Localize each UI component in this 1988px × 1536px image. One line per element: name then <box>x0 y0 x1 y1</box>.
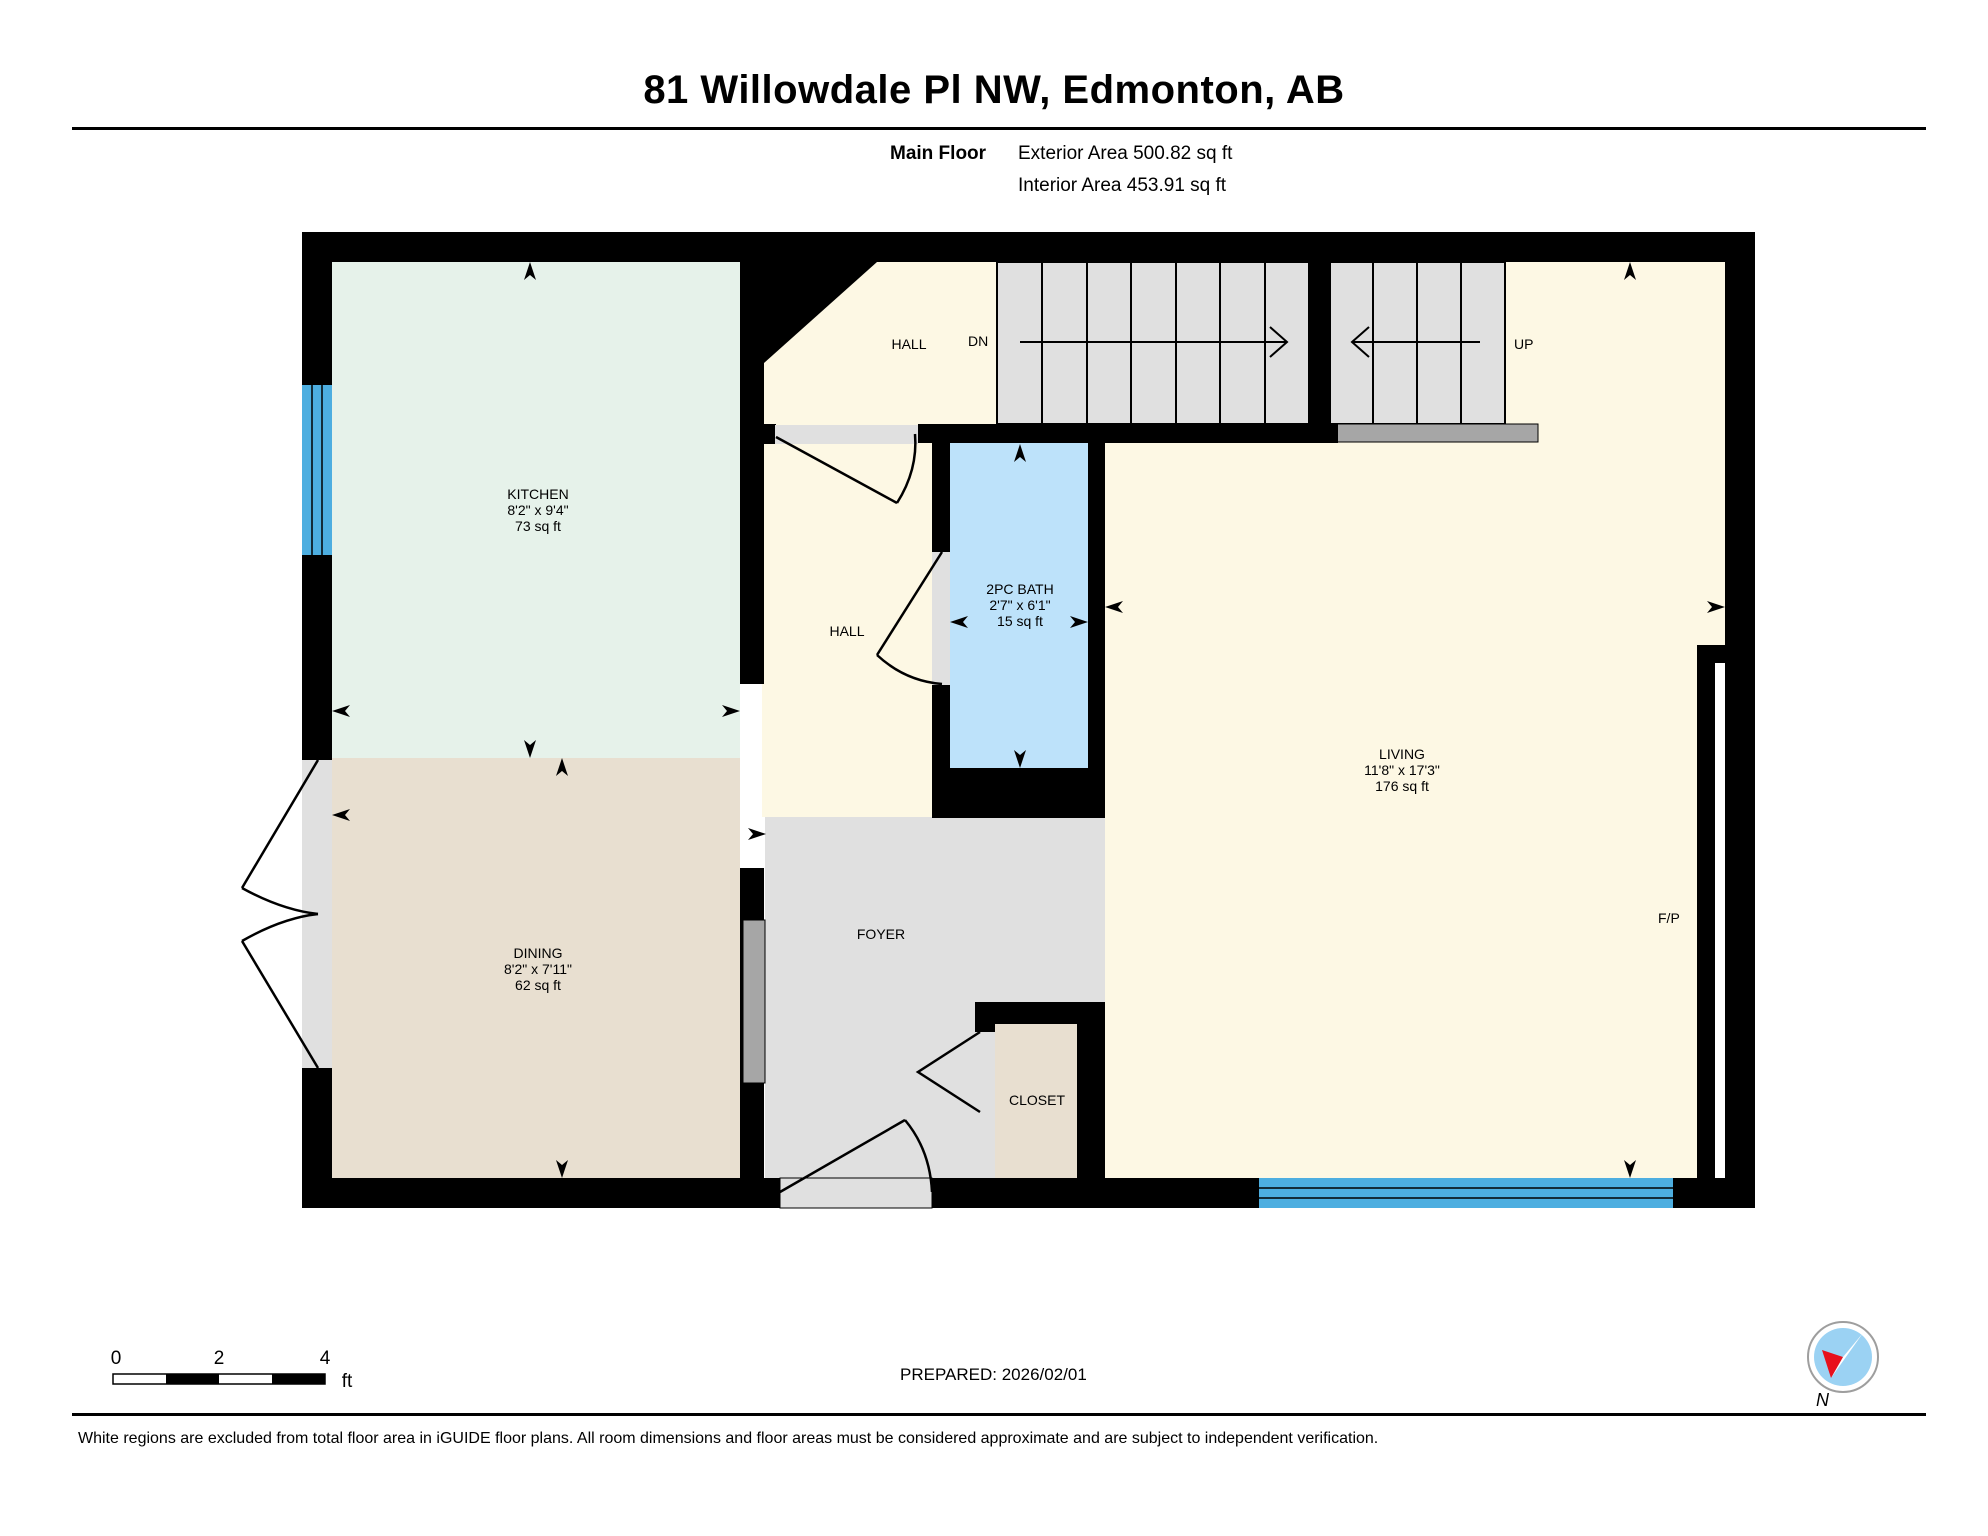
foyer-name: FOYER <box>857 926 905 942</box>
header-rule <box>72 127 1926 130</box>
scale-tick-4: 4 <box>320 1348 331 1369</box>
closet-door-threshold <box>975 1032 995 1178</box>
living-name: LIVING <box>1379 746 1425 762</box>
scale-tick-0: 0 <box>111 1348 122 1369</box>
bath-name: 2PC BATH <box>986 581 1053 597</box>
bath-area-label: 15 sq ft <box>997 613 1043 629</box>
stairs-up <box>1329 261 1539 443</box>
walls <box>302 232 1755 1208</box>
closet-area <box>995 1020 1077 1178</box>
page-title: 81 Willowdale Pl NW, Edmonton, AB <box>643 68 1345 112</box>
dining-area <box>332 758 740 1178</box>
bath-area <box>950 443 1088 768</box>
scale-bar: 0 2 4 ft <box>111 1348 353 1392</box>
kitchen-area <box>332 262 740 758</box>
hall-door-threshold <box>775 425 918 444</box>
fireplace-label: F/P <box>1658 910 1680 926</box>
stairs-down <box>996 261 1310 425</box>
hall-upper-name: HALL <box>891 336 926 352</box>
living-dims: 11'8" x 17'3" <box>1364 762 1440 778</box>
hall-upper-area <box>762 262 1000 425</box>
bath-door-threshold <box>932 552 950 685</box>
scale-unit: ft <box>342 1371 353 1392</box>
stairs-down-label: DN <box>968 333 988 349</box>
dining-name: DINING <box>514 945 563 961</box>
bath-door <box>875 551 944 686</box>
dining-dims: 8'2" x 7'11" <box>504 961 572 977</box>
hall-door <box>775 433 917 505</box>
dining-pass-through <box>742 919 766 1084</box>
compass-icon: N <box>1807 1321 1879 1410</box>
entry-door-threshold <box>779 1177 933 1209</box>
window-kitchen <box>302 385 332 555</box>
footer-rule <box>72 1413 1926 1416</box>
living-area <box>1105 262 1725 1178</box>
entry-door <box>779 1118 934 1194</box>
closet-door <box>915 1030 981 1114</box>
scale-tick-2: 2 <box>214 1348 225 1369</box>
bath-dims: 2'7" x 6'1" <box>989 597 1050 613</box>
interior-area: Interior Area 453.91 sq ft <box>1018 175 1227 196</box>
floor-name: Main Floor <box>890 143 987 164</box>
closet-name: CLOSET <box>1009 1092 1065 1108</box>
kitchen-name: KITCHEN <box>507 486 568 502</box>
compass-north-label: N <box>1816 1390 1830 1410</box>
prepared-date: PREPARED: 2026/02/01 <box>900 1365 1087 1384</box>
kitchen-dims: 8'2" x 9'4" <box>507 502 568 518</box>
window-living <box>1259 1178 1673 1208</box>
exterior-area: Exterior Area 500.82 sq ft <box>1018 143 1233 164</box>
hall-lower-name: HALL <box>829 623 864 639</box>
stairs-up-label: UP <box>1514 336 1533 352</box>
patio-door <box>240 759 320 1069</box>
disclaimer: White regions are excluded from total fl… <box>78 1430 1379 1447</box>
kitchen-area-label: 73 sq ft <box>515 518 561 534</box>
living-area-label: 176 sq ft <box>1375 778 1429 794</box>
dining-area-label: 62 sq ft <box>515 977 561 993</box>
